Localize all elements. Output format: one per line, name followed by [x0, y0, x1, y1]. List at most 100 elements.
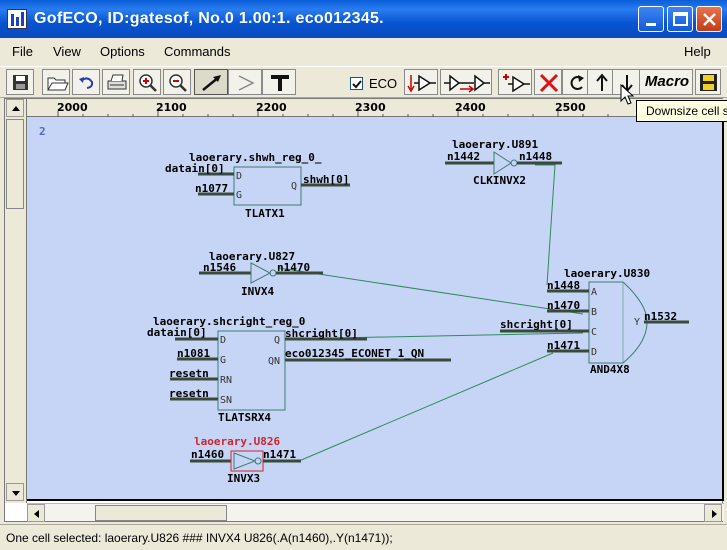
scroll-down-icon [12, 491, 20, 496]
close-button[interactable] [696, 6, 722, 32]
app-icon[interactable] [7, 9, 27, 29]
cell-clkinv-u891[interactable]: laoerary.U891 n1442 n1448 CLKINVX2 [445, 138, 562, 187]
cell-inv-u827[interactable]: laoerary.U827 n1546 n1470 INVX4 [199, 250, 323, 298]
minimize-button[interactable] [638, 6, 664, 32]
macro-button-label: Macro [644, 73, 690, 90]
scroll-up-button[interactable] [6, 99, 24, 117]
menu-help[interactable]: Help [684, 44, 711, 59]
folder-open-icon [47, 77, 69, 91]
pin-label: B [591, 307, 597, 318]
cell-type-label: TLATSRX4 [218, 411, 271, 424]
net-label: n1470 [277, 261, 310, 274]
rotate-icon [570, 75, 584, 90]
ruler-tick-label: 2500 [555, 101, 586, 114]
net-label: shcright[0] [285, 327, 358, 340]
net-label: resetn [169, 387, 209, 400]
title-bar[interactable]: GofECO, ID:gatesof, No.0 1.00:1. eco0123… [0, 0, 727, 38]
schematic-window: 2000 2100 2200 2300 2400 2500 2 [4, 98, 724, 522]
cell-latch-shcright[interactable]: laoerary.shcright_reg_0 D G RN SN Q QN d… [147, 315, 451, 424]
cell-inv-u826-selected[interactable]: laoerary.U826 n1460 n1471 INVX3 [190, 435, 301, 485]
save-button[interactable] [6, 69, 34, 95]
add-gate-icon [503, 74, 530, 93]
zoom-out-button[interactable] [163, 69, 191, 95]
replace-gate-icon [444, 74, 490, 93]
schematic-drawing: laoerary.shwh_reg_0_ D G Q datain[0] n10… [147, 138, 689, 485]
insert-buffer-button[interactable] [404, 69, 438, 95]
net-label: shcright[0] [500, 318, 573, 331]
cell-type-label: INVX4 [241, 285, 274, 298]
mouse-cursor-icon [620, 84, 635, 105]
save-eco-button[interactable] [695, 69, 721, 95]
net-label: n1471 [263, 448, 296, 461]
top-ruler: 2000 2100 2200 2300 2400 2500 [27, 99, 724, 117]
wire-n1471 [298, 352, 554, 462]
text-tool-button[interactable] [262, 69, 296, 95]
vertical-scroll-thumb[interactable] [6, 119, 24, 209]
horizontal-scroll-thumb[interactable] [95, 505, 227, 521]
cell-and-u830[interactable]: laoerary.U830 A B C D Y n1448 n1470 shcr… [500, 267, 689, 376]
horizontal-scrollbar[interactable] [27, 503, 724, 522]
cell-type-label: TLATX1 [245, 207, 285, 220]
wire-n1448 [535, 164, 556, 286]
menu-file[interactable]: File [12, 44, 33, 59]
pin-label: D [220, 335, 226, 346]
pin-label: C [591, 327, 597, 338]
cell-type-label: AND4X8 [590, 363, 630, 376]
undo-button[interactable] [72, 69, 100, 95]
menu-commands[interactable]: Commands [164, 44, 231, 59]
floppy-yellow-icon [700, 74, 717, 91]
scroll-right-button[interactable] [704, 504, 722, 522]
net-label: eco012345_ECONET_1_QN [285, 347, 424, 360]
cell-instance-name: laoerary.U830 [564, 267, 650, 280]
ruler-tick-label: 2000 [57, 101, 88, 114]
pin-label: D [591, 347, 597, 358]
scroll-down-button[interactable] [6, 483, 24, 501]
print-button[interactable] [102, 69, 130, 95]
downsize-tooltip: Downsize cell size [636, 100, 727, 122]
scroll-left-button[interactable] [27, 504, 45, 522]
upsize-button[interactable] [587, 69, 615, 95]
wire-tool-button[interactable] [228, 69, 262, 95]
pin-label: RN [220, 375, 232, 386]
checkmark-icon [352, 80, 362, 89]
menu-view[interactable]: View [53, 44, 81, 59]
cell-instance-name: laoerary.U826 [194, 435, 280, 448]
macro-button[interactable]: Macro [639, 69, 693, 95]
maximize-button[interactable] [667, 6, 693, 32]
menu-options[interactable]: Options [100, 44, 145, 59]
cell-type-label: CLKINVX2 [473, 174, 526, 187]
zoom-in-icon [139, 74, 157, 92]
ruler-tick-label: 2400 [455, 101, 486, 114]
vertical-scrollbar[interactable] [5, 99, 27, 503]
net-label: n1546 [203, 261, 236, 274]
ruler-tick-label: 2100 [156, 101, 187, 114]
open-button[interactable] [42, 69, 70, 95]
rotate-button[interactable] [562, 69, 590, 95]
floppy-icon [13, 75, 28, 90]
zoom-in-button[interactable] [133, 69, 161, 95]
printer-icon [107, 74, 127, 90]
net-label: n1470 [547, 299, 580, 312]
net-label: n1442 [447, 150, 480, 163]
cell-latch-shwh[interactable]: laoerary.shwh_reg_0_ D G Q datain[0] n10… [165, 151, 350, 220]
scroll-up-icon [12, 106, 20, 111]
eco-checkbox[interactable] [350, 77, 363, 90]
pin-label: A [591, 287, 597, 298]
undo-icon [79, 77, 94, 89]
add-gate-button[interactable] [498, 69, 532, 95]
net-label: shwh[0] [303, 173, 349, 186]
select-tool-button[interactable] [194, 69, 228, 95]
wire-group [278, 164, 584, 462]
text-icon [271, 75, 289, 91]
red-x-icon [539, 73, 559, 93]
replace-gate-button[interactable] [440, 69, 492, 95]
net-label: resetn [169, 367, 209, 380]
wire-n1470 [278, 267, 584, 315]
schematic-canvas[interactable]: 2 laoerary.shwh_reg_0_ D G Q datain[0] [27, 117, 724, 501]
pin-label: D [236, 171, 242, 182]
pin-label: G [236, 190, 242, 201]
delete-button[interactable] [534, 69, 562, 95]
pin-label: SN [220, 395, 232, 406]
pin-label: Q [274, 335, 280, 346]
arrow-up-icon [596, 73, 608, 91]
